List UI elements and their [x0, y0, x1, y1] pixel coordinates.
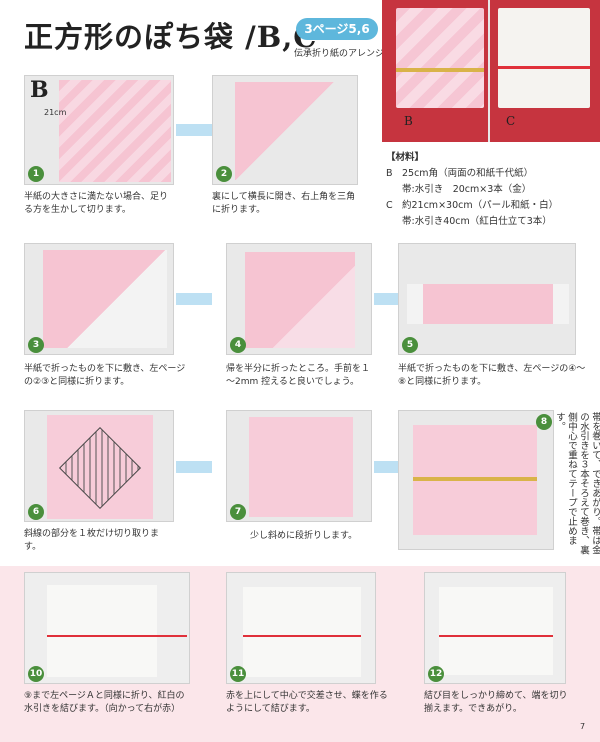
step-number-3: 3 [28, 337, 44, 353]
hero-label-b: B [404, 114, 413, 128]
envelope-c-photo [498, 8, 590, 108]
step-3-photo [24, 243, 174, 355]
step-1-caption: 半紙の大きさに満たない場合、足りる方を生かして切ります。 [24, 192, 169, 215]
step-arrow [176, 293, 212, 305]
step-number-7: 7 [230, 504, 246, 520]
step-arrow [176, 461, 212, 473]
step-8-note: 帯を巻いて、できあがり。帯は金の水引きを３本そろえて巻き、裏側中心で重ねてテープ… [554, 412, 600, 555]
hero-divider [488, 0, 490, 142]
page-reference-badge: 3ページ5,6 [296, 18, 378, 40]
materials-text: 帯:水引き40cm（紅白仕立て3本） [402, 216, 552, 227]
step-arrow [176, 124, 212, 136]
hero-label-c: C [506, 114, 516, 128]
step-8-photo [398, 410, 554, 550]
materials-text: 約21cm×30cm（パール和紙・白） [402, 200, 559, 211]
step-7-photo [226, 410, 372, 522]
section-label-b: B [30, 77, 49, 103]
step-number-8: 8 [536, 414, 552, 430]
step-4-caption: 帰を半分に折ったところ。手前を１～2mm 控えると良いでしょう。 [226, 364, 371, 387]
step-12-photo [424, 572, 566, 684]
step-5-caption: 半紙で折ったものを下に敷き、左ページの④～⑧と同様に折ります。 [398, 364, 586, 387]
step-10-photo [24, 572, 190, 684]
step-number-11: 11 [230, 666, 246, 682]
materials-key: C [386, 200, 393, 211]
step-6-caption: 斜線の部分を１枚だけ切り取ります。 [24, 529, 160, 552]
step-number-1: 1 [28, 166, 44, 182]
step-number-10: 10 [28, 666, 44, 682]
materials-list: 【材料】 B 25cm角（両面の和紙千代紙） 帯:水引き 20cm×3本（金） C… [386, 150, 596, 230]
materials-key [386, 214, 402, 230]
step-4-photo [226, 243, 372, 355]
materials-text: 25cm角（両面の和紙千代紙） [402, 168, 534, 179]
materials-row: B 25cm角（両面の和紙千代紙） [386, 166, 596, 182]
step-11-photo [226, 572, 376, 684]
step-1-photo [24, 75, 174, 185]
materials-heading: 【材料】 [386, 152, 425, 163]
step-2-caption: 裏にして横長に開き、右上角を三角に折ります。 [212, 192, 356, 215]
step-number-12: 12 [428, 666, 444, 682]
step-number-5: 5 [402, 337, 418, 353]
materials-key [386, 182, 402, 198]
page-number: 7 [580, 722, 586, 731]
step-number-2: 2 [216, 166, 232, 182]
dimension-label: 21cm [44, 108, 66, 118]
page-title: 正方形のぽち袋 /B,C [24, 20, 318, 54]
step-5-photo [398, 243, 576, 355]
step-2-photo [212, 75, 358, 185]
materials-key: B [386, 168, 393, 179]
finished-envelopes-photo: B C [382, 0, 600, 142]
step-11-caption: 赤を上にして中心で交差させ、蝶を作るようにして結びます。 [226, 691, 388, 714]
step-12-caption: 結び目をしっかり締めて、端を切り揃えます。できあがり。 [424, 691, 568, 714]
step-number-6: 6 [28, 504, 44, 520]
page-subtitle: 伝承折り紙のアレンジ [294, 49, 385, 59]
materials-text: 帯:水引き 20cm×3本（金） [402, 184, 532, 195]
materials-row: 帯:水引き 20cm×3本（金） [386, 182, 596, 198]
step-6-photo [24, 410, 174, 522]
step-7-caption: 少し斜めに段折りします。 [250, 531, 358, 541]
materials-row: 帯:水引き40cm（紅白仕立て3本） [386, 214, 596, 230]
step-3-caption: 半紙で折ったものを下に敷き、左ページの②③と同様に折ります。 [24, 364, 186, 387]
envelope-b-photo [396, 8, 484, 108]
materials-row: C 約21cm×30cm（パール和紙・白） [386, 198, 596, 214]
step-number-4: 4 [230, 337, 246, 353]
step-10-caption: ⑨まで左ページＡと同様に折り、紅白の水引きを結びます。（向かって右が赤） [24, 691, 185, 714]
